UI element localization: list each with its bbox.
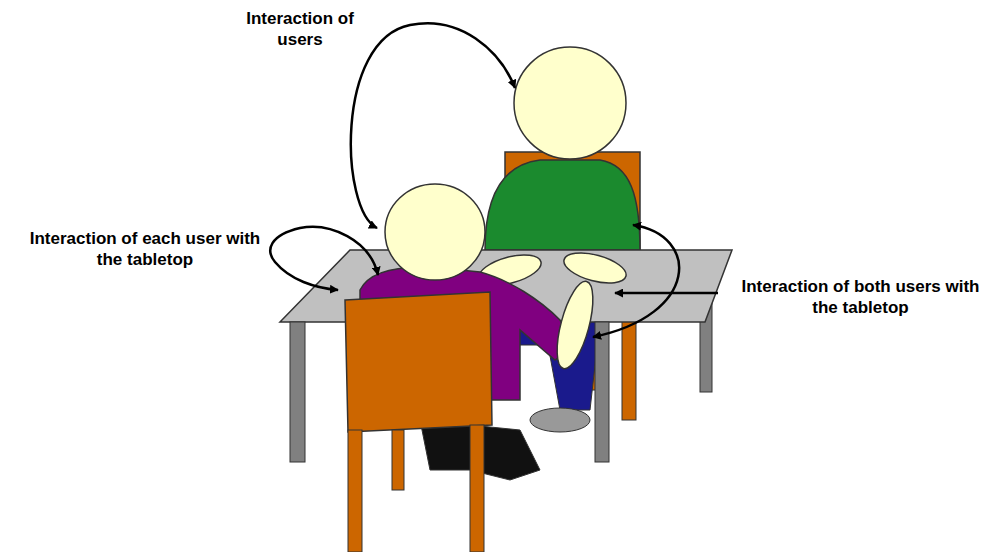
- front-person-head: [385, 184, 485, 280]
- back-person-hand: [561, 247, 630, 289]
- front-person-hand: [550, 278, 600, 372]
- annotation-label: Interaction of both users with the table…: [728, 276, 993, 318]
- back-person-body: [485, 160, 640, 250]
- straight-arrow: [615, 292, 718, 295]
- back-person-head: [514, 47, 626, 159]
- curved-arrow: [593, 225, 679, 337]
- curved-arrow: [351, 23, 515, 228]
- annotation-label: Interaction of each user with the tablet…: [20, 228, 270, 270]
- front-chair: [345, 292, 492, 552]
- back-person-shoe: [530, 408, 590, 432]
- annotation-label: Interaction of users: [225, 8, 375, 50]
- curved-arrow: [270, 227, 378, 290]
